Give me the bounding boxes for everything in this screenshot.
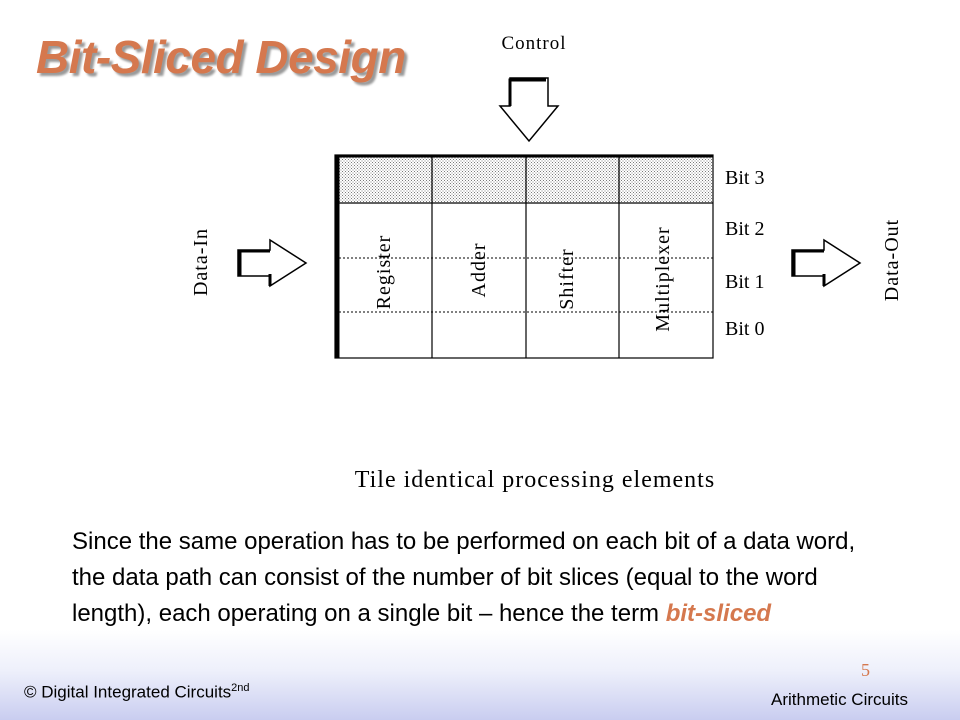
control-arrow-shadow <box>508 78 546 106</box>
processing-grid <box>334 154 714 359</box>
data-in-arrow-icon <box>237 238 308 288</box>
bit-sliced-emphasis: bit-sliced <box>665 600 772 627</box>
data-in-label: Data-In <box>190 228 212 296</box>
control-label: Control <box>501 33 566 54</box>
column-label-register: Register <box>373 235 395 310</box>
column-label-multiplexer: Multiplexer <box>652 226 674 331</box>
column-label-shifter: Shifter <box>556 248 578 309</box>
body-paragraph: Since the same operation has to be perfo… <box>72 524 872 632</box>
footer-copyright: © Digital Integrated Circuits2nd <box>24 682 250 703</box>
data-out-arrow-icon <box>791 238 862 288</box>
row-label-bit3: Bit 3 <box>725 167 764 189</box>
row-label-bit1: Bit 1 <box>725 271 764 293</box>
bit3-shaded-row <box>337 155 713 203</box>
footer-band <box>0 630 960 720</box>
data-out-label: Data-Out <box>881 219 903 301</box>
footer-section: Arithmetic Circuits <box>771 690 908 709</box>
slide-title: Bit-Sliced Design <box>36 31 406 83</box>
control-arrow-icon <box>498 77 560 143</box>
diagram-caption: Tile identical processing elements <box>355 467 715 493</box>
row-label-bit2: Bit 2 <box>725 218 764 240</box>
column-label-adder: Adder <box>468 243 490 298</box>
row-label-bit0: Bit 0 <box>725 318 764 340</box>
edition-superscript: 2nd <box>231 682 250 694</box>
body-text: Since the same operation has to be perfo… <box>72 528 856 627</box>
page-number: 5 <box>861 660 870 680</box>
copyright-text: © Digital Integrated Circuits <box>24 682 232 702</box>
